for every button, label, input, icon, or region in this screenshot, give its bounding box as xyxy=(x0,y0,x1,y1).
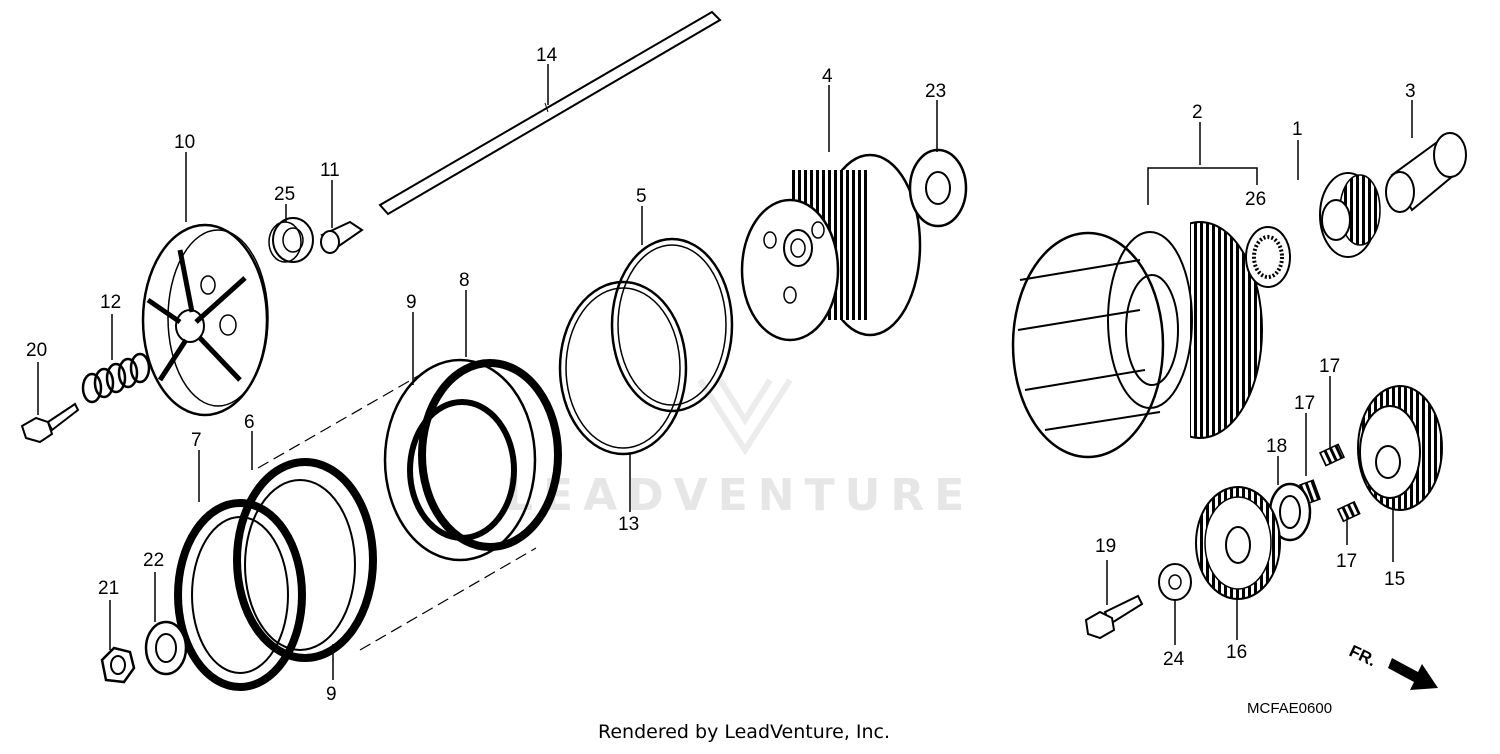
front-direction-label: FR. xyxy=(1346,641,1379,670)
part-1-collar[interactable] xyxy=(1319,172,1381,258)
part-19-bolt[interactable] xyxy=(1084,594,1144,640)
part-24-collar[interactable] xyxy=(1158,563,1192,601)
callout-5[interactable]: 5 xyxy=(636,186,647,207)
front-arrow-icon xyxy=(1388,658,1438,690)
callout-22[interactable]: 22 xyxy=(143,550,164,571)
part-10-pressure-plate[interactable] xyxy=(141,223,269,417)
callout-3[interactable]: 3 xyxy=(1405,81,1416,102)
callout-6[interactable]: 6 xyxy=(244,412,255,433)
callout-21[interactable]: 21 xyxy=(98,578,119,599)
callout-2[interactable]: 2 xyxy=(1192,102,1203,123)
callout-16[interactable]: 16 xyxy=(1226,642,1247,663)
part-2-clutch-outer[interactable] xyxy=(1011,221,1263,459)
part-3-bushing[interactable] xyxy=(1385,132,1467,213)
part-17-damper-spring-3[interactable] xyxy=(1336,500,1361,523)
callout-1[interactable]: 1 xyxy=(1292,119,1303,140)
render-credit: Rendered by LeadVenture, Inc. xyxy=(598,721,890,743)
part-15-drive-gear[interactable] xyxy=(1357,385,1443,511)
part-8-clutch-disc[interactable] xyxy=(418,359,562,551)
part-5-spring-seat[interactable] xyxy=(610,237,734,413)
part-6-clutch-plate[interactable] xyxy=(233,458,377,662)
part-22-washer[interactable] xyxy=(144,620,188,676)
part-23-washer[interactable] xyxy=(908,148,968,228)
part-21-lock-nut[interactable] xyxy=(100,646,136,684)
part-11-lifter-piece[interactable] xyxy=(320,220,364,254)
part-16-sprocket[interactable] xyxy=(1195,486,1281,600)
callout-17-top[interactable]: 17 xyxy=(1319,356,1340,377)
part-13-judder-spring[interactable] xyxy=(558,280,688,456)
callout-19[interactable]: 19 xyxy=(1095,536,1116,557)
callout-labels: 1 2 3 4 5 6 7 8 9 9 10 11 12 13 14 15 16… xyxy=(26,45,1416,705)
callout-leader-lines xyxy=(37,64,1413,680)
callout-11[interactable]: 11 xyxy=(320,160,340,181)
callout-8[interactable]: 8 xyxy=(459,270,470,291)
callout-24[interactable]: 24 xyxy=(1163,649,1185,670)
callout-14[interactable]: 14 xyxy=(536,45,558,66)
part-25-bearing[interactable] xyxy=(268,217,314,263)
callout-17-middle[interactable]: 17 xyxy=(1294,393,1315,414)
callout-12[interactable]: 12 xyxy=(100,292,121,313)
diagram-code: MCFAE0600 xyxy=(1247,700,1332,717)
part-12-spring[interactable] xyxy=(81,352,151,404)
callout-13[interactable]: 13 xyxy=(618,514,639,535)
part-14-pushrod[interactable] xyxy=(378,10,722,216)
watermark-text: LEADVENTURE xyxy=(505,470,974,521)
watermark-logo xyxy=(697,378,793,456)
front-direction-indicator: FR. xyxy=(1346,641,1438,690)
callout-25[interactable]: 25 xyxy=(274,184,295,205)
callout-10[interactable]: 10 xyxy=(174,132,195,153)
plate-stack-guide-lines xyxy=(257,371,537,651)
callout-26[interactable]: 26 xyxy=(1245,189,1266,210)
callout-15[interactable]: 15 xyxy=(1384,569,1405,590)
callout-9-lower[interactable]: 9 xyxy=(326,684,337,705)
part-9-clutch-plate[interactable] xyxy=(383,358,537,562)
callout-7[interactable]: 7 xyxy=(191,430,202,451)
callout-18[interactable]: 18 xyxy=(1266,436,1287,457)
callout-20[interactable]: 20 xyxy=(26,340,47,361)
callout-17-bottom[interactable]: 17 xyxy=(1336,551,1357,572)
part-26-needle-bearing[interactable] xyxy=(1245,226,1291,288)
callout-9-upper[interactable]: 9 xyxy=(406,292,417,313)
part-20-bolt[interactable] xyxy=(20,402,80,444)
part-17-damper-spring-1[interactable] xyxy=(1318,443,1346,467)
part-4-clutch-center[interactable] xyxy=(740,153,922,342)
callout-23[interactable]: 23 xyxy=(925,81,946,102)
callout-4[interactable]: 4 xyxy=(822,66,833,87)
